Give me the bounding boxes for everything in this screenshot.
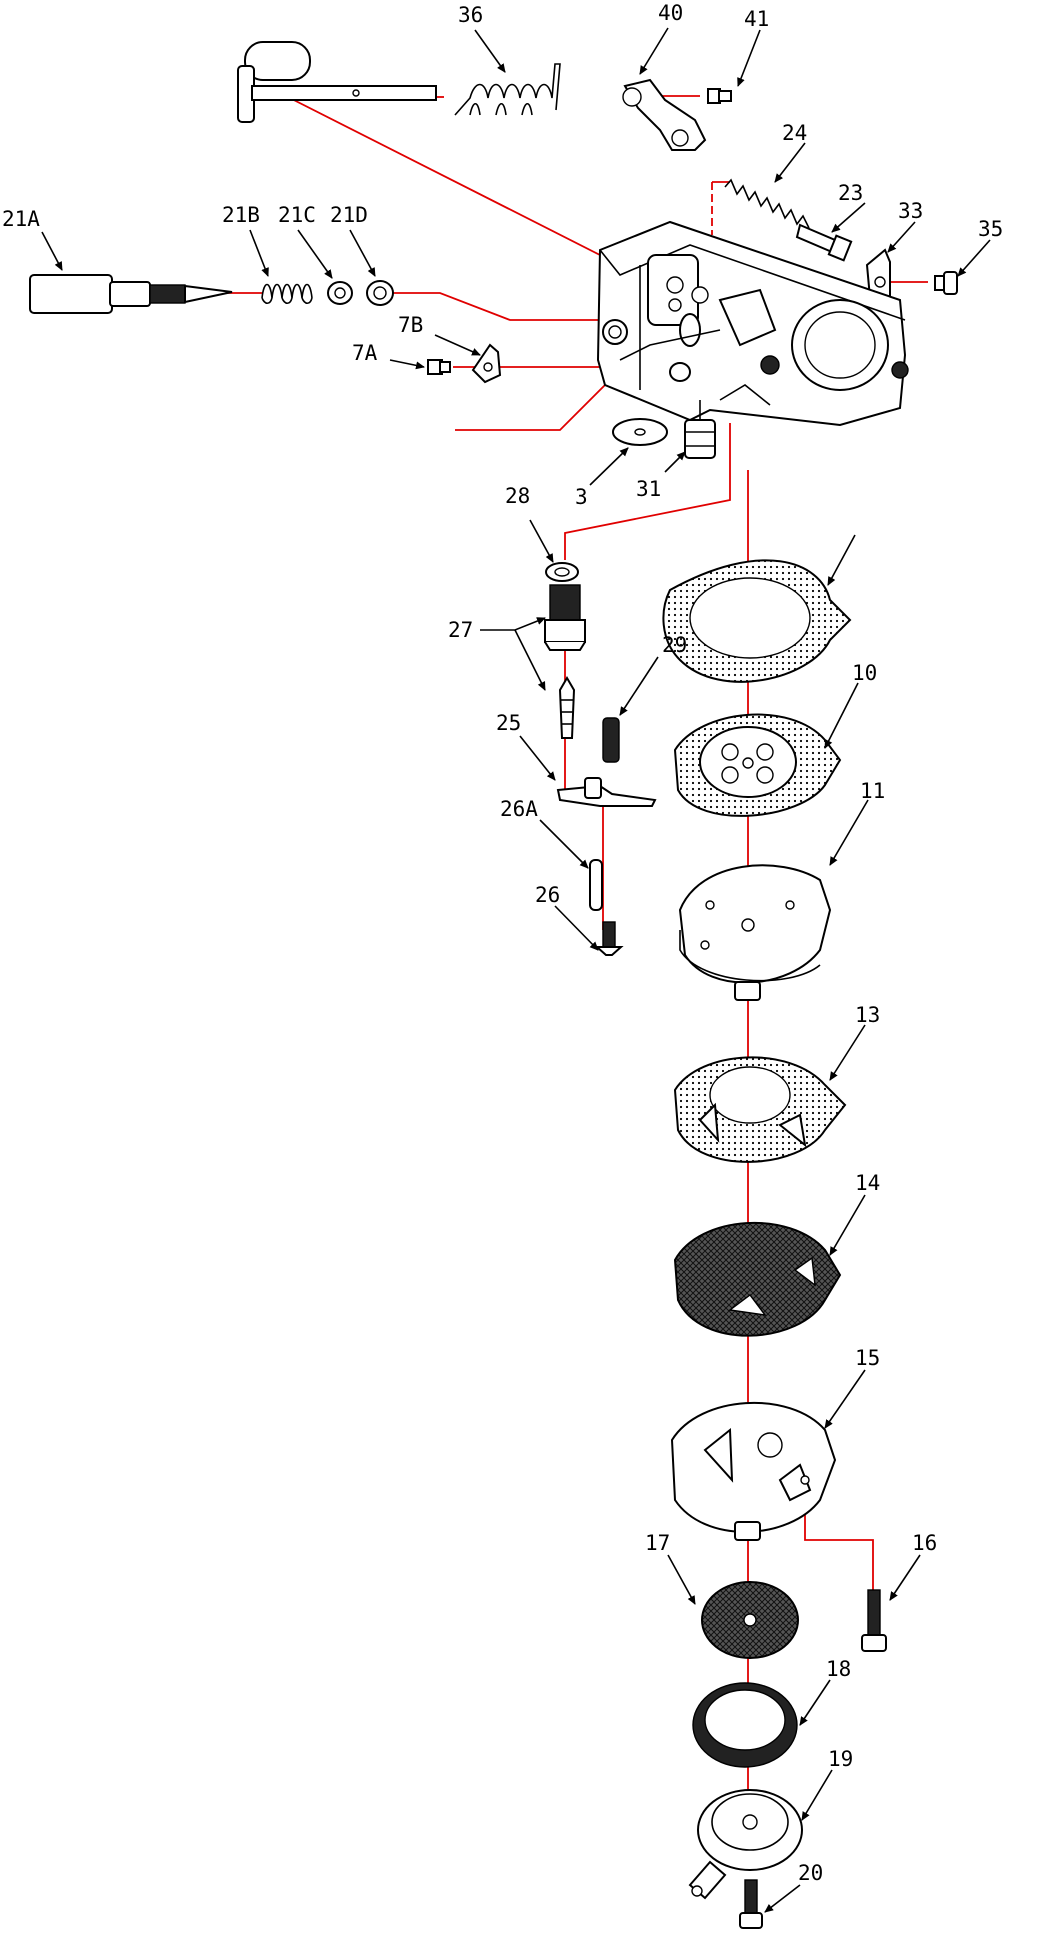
label-13: 13 xyxy=(855,1003,880,1027)
label-17: 17 xyxy=(645,1531,670,1555)
label-23: 23 xyxy=(838,181,863,205)
label-40: 40 xyxy=(658,1,683,25)
label-11: 11 xyxy=(860,779,885,803)
label-29: 29 xyxy=(662,633,687,657)
diaphragm-14 xyxy=(673,1221,842,1337)
label-21C: 21C xyxy=(278,203,316,227)
washer-21C xyxy=(327,281,353,305)
washer-21D xyxy=(366,280,394,306)
throttle-shaft-assembly xyxy=(237,41,437,123)
gasket-13 xyxy=(673,1056,847,1163)
gasket-top xyxy=(662,559,852,683)
disc-3 xyxy=(612,418,668,446)
screw-35 xyxy=(934,271,958,295)
filter-17 xyxy=(701,1581,799,1659)
label-14: 14 xyxy=(855,1171,880,1195)
label-16: 16 xyxy=(912,1531,937,1555)
label-7A: 7A xyxy=(352,341,378,365)
label-26: 26 xyxy=(535,883,560,907)
label-31: 31 xyxy=(636,477,661,501)
label-26A: 26A xyxy=(500,797,538,821)
leader-lines xyxy=(41,27,991,1913)
cover-19 xyxy=(688,1789,803,1900)
screw-7A xyxy=(427,359,451,375)
label-15: 15 xyxy=(855,1346,880,1370)
spring-29 xyxy=(602,717,620,763)
spring-36 xyxy=(454,63,561,116)
mixture-needle-21A xyxy=(29,274,233,314)
label-35: 35 xyxy=(978,217,1003,241)
label-19: 19 xyxy=(828,1747,853,1771)
label-24: 24 xyxy=(782,121,807,145)
inlet-needle xyxy=(558,676,576,739)
label-3: 3 xyxy=(575,485,588,509)
throttle-lever-40 xyxy=(622,78,707,151)
label-20: 20 xyxy=(798,1861,823,1885)
label-33: 33 xyxy=(898,199,923,223)
diaphragm-10 xyxy=(673,713,842,817)
carburetor-body xyxy=(596,220,909,427)
label-7B: 7B xyxy=(398,313,423,337)
metering-lever-25 xyxy=(556,777,657,807)
screw-26 xyxy=(594,921,624,956)
label-21A: 21A xyxy=(2,207,40,231)
label-10: 10 xyxy=(852,661,877,685)
pump-plate-11 xyxy=(678,864,832,1001)
needle-seat-27 xyxy=(544,584,586,651)
label-41: 41 xyxy=(744,7,769,31)
screw-20 xyxy=(739,1879,763,1929)
label-25: 25 xyxy=(496,711,521,735)
spring-24 xyxy=(724,178,810,229)
label-21B: 21B xyxy=(222,203,260,227)
label-21D: 21D xyxy=(330,203,368,227)
screw-41 xyxy=(707,88,732,104)
label-28: 28 xyxy=(505,484,530,508)
clip-7B xyxy=(471,343,502,384)
part-labels: 36 40 41 24 23 33 35 21A 21B 21C 21D 7B … xyxy=(2,1,1003,1885)
spring-21B xyxy=(261,283,313,305)
washer-28 xyxy=(545,562,579,582)
lever-pin-26A xyxy=(589,859,603,911)
label-36: 36 xyxy=(458,3,483,27)
idle-screw-23 xyxy=(795,223,853,262)
metering-cover-15 xyxy=(670,1401,837,1541)
gasket-ring-18 xyxy=(692,1682,798,1768)
valve-31 xyxy=(684,419,716,459)
label-27: 27 xyxy=(448,618,473,642)
screw-16 xyxy=(861,1589,887,1652)
label-18: 18 xyxy=(826,1657,851,1681)
